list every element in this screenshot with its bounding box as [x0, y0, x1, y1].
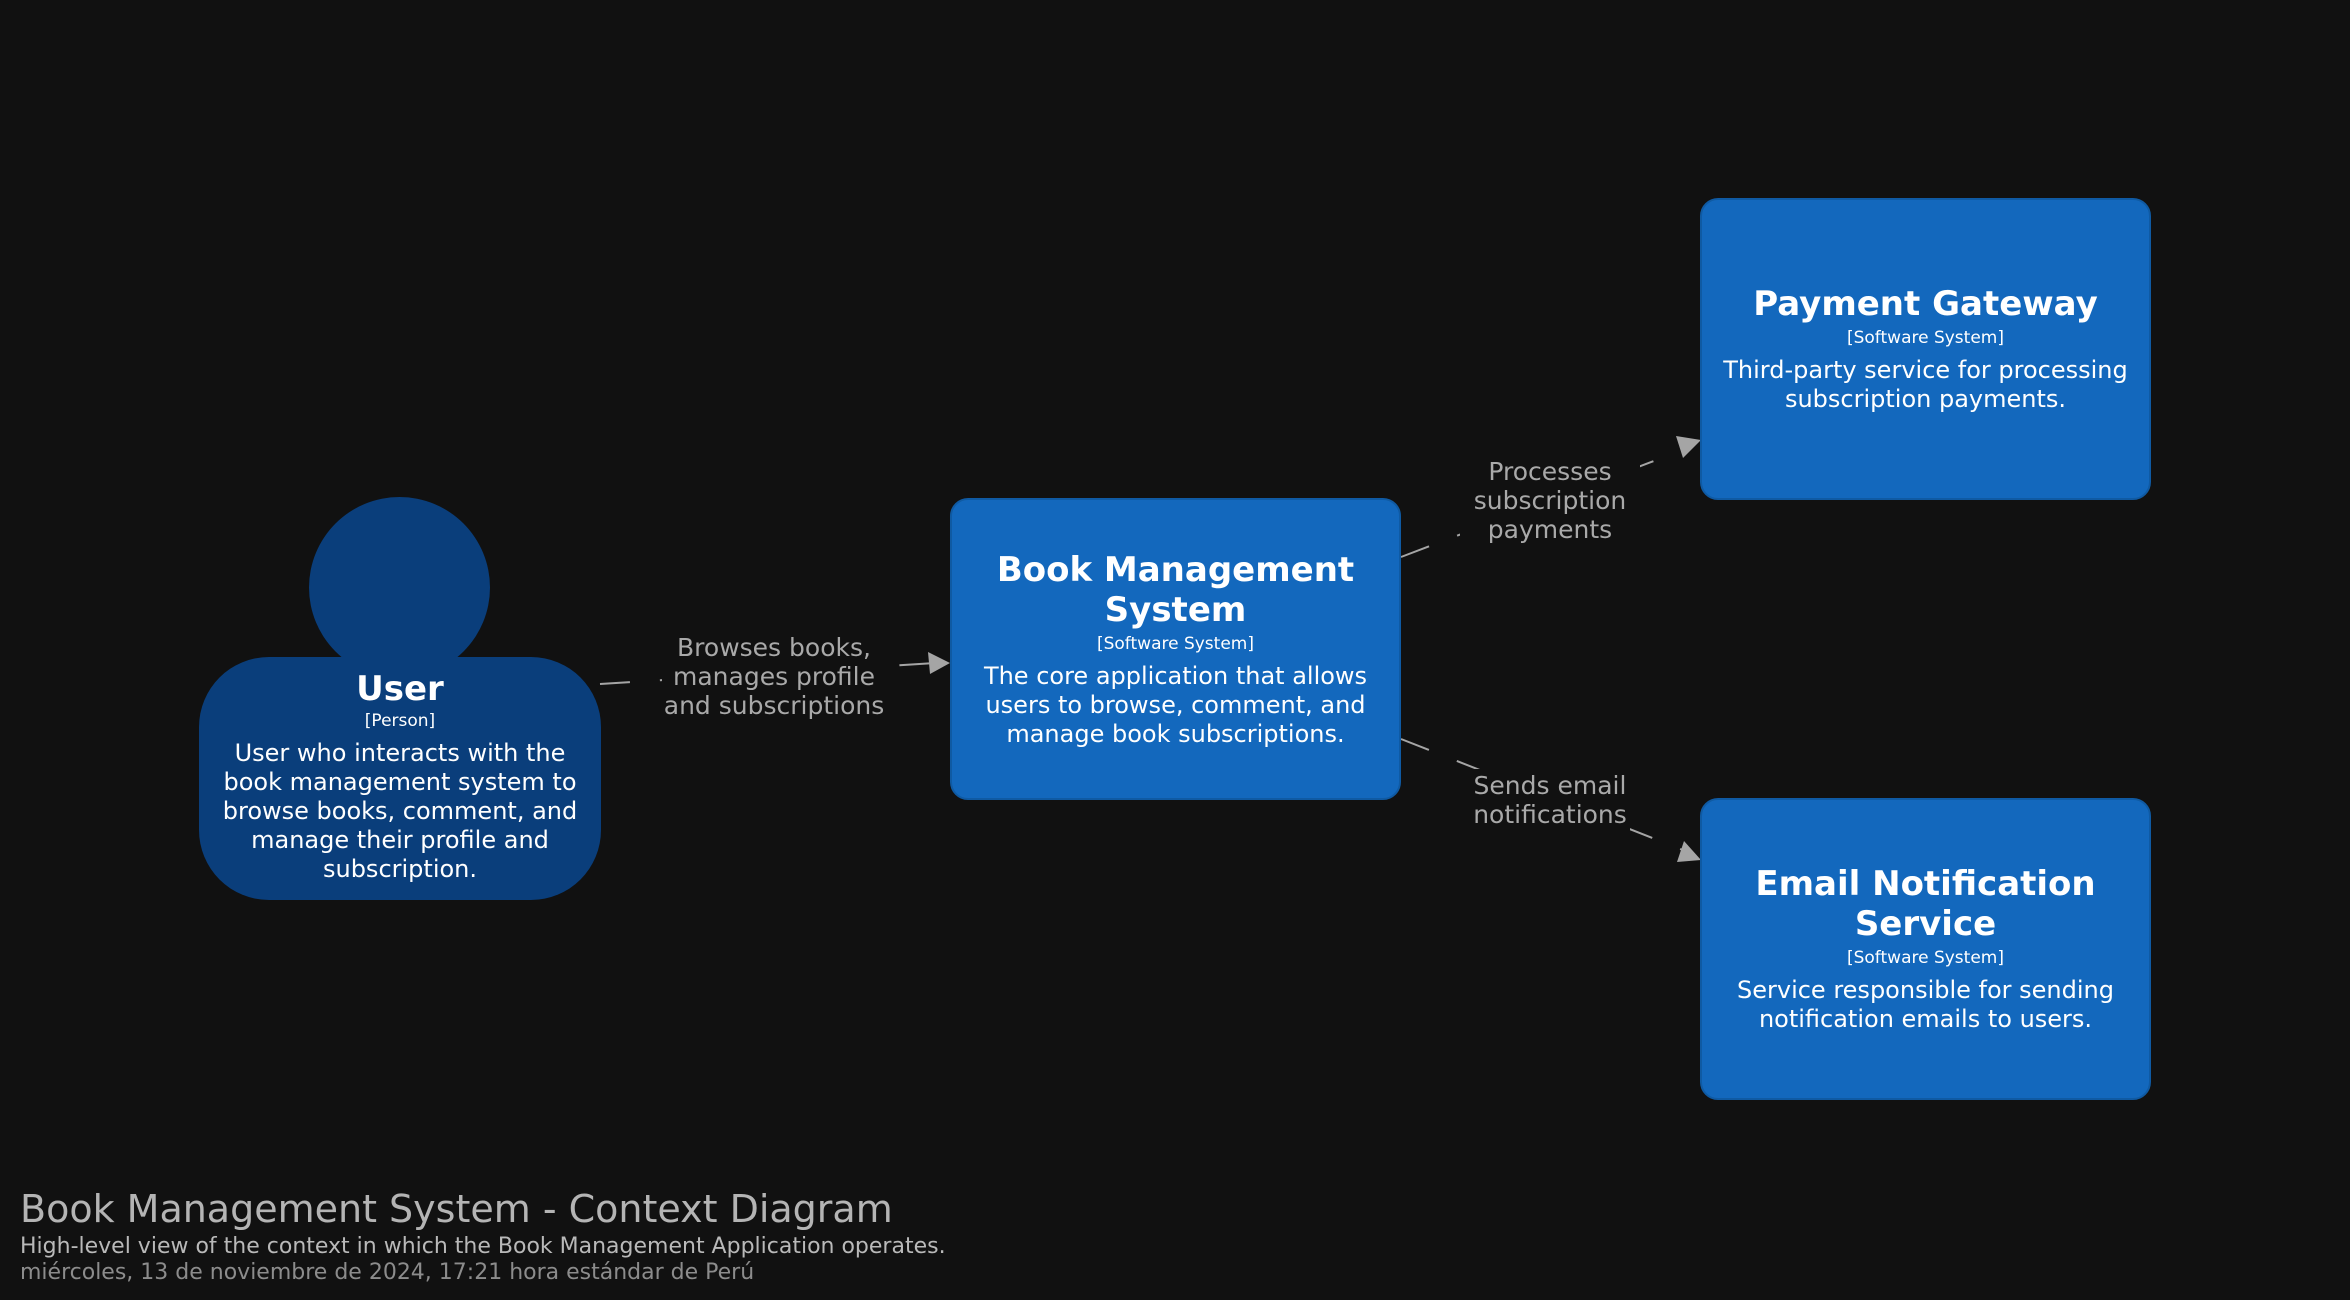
- connector-bms-to-payment: [1400, 436, 1701, 558]
- system-payment-gateway[interactable]: Payment Gateway [Software System] Third-…: [1700, 198, 2151, 500]
- bms-type: [Software System]: [1096, 633, 1254, 654]
- person-body: User [Person] User who interacts with th…: [199, 657, 601, 900]
- system-book-management[interactable]: Book Management System [Software System]…: [950, 498, 1401, 800]
- label-bg-bms-payment: [1460, 455, 1640, 547]
- email-type: [Software System]: [1846, 948, 2004, 968]
- payment-type: [Software System]: [1846, 328, 2004, 348]
- bms-description: The core application that allows users t…: [983, 661, 1368, 748]
- email-name: Email Notification Service: [1755, 864, 2096, 944]
- person-head: [309, 497, 490, 678]
- label-bg-bms-email: [1470, 769, 1630, 833]
- connector-user-to-bms: [599, 652, 950, 685]
- relationship-label-bms-to-payment: Processes subscription payments: [1473, 457, 1627, 544]
- label-bg-user-bms: [662, 628, 886, 720]
- diagram-title: Book Management System - Context Diagram: [20, 1187, 893, 1231]
- relationship-label-user-to-bms: Browses books, manages profile and subsc…: [663, 633, 885, 720]
- payment-name: Payment Gateway: [1753, 284, 2098, 324]
- user-name: User: [356, 669, 444, 709]
- relationship-label-bms-to-email: Sends email notifications: [1473, 771, 1627, 829]
- bms-name: Book Management System: [996, 549, 1355, 630]
- user-description: User who interacts with the book managem…: [222, 739, 578, 883]
- user-type: [Person]: [364, 711, 436, 731]
- diagram-subtitle: High-level view of the context in which …: [20, 1234, 946, 1259]
- payment-description: Third-party service for processing subsc…: [1723, 356, 2128, 413]
- diagram-timestamp: miércoles, 13 de noviembre de 2024, 17:2…: [20, 1260, 755, 1285]
- system-email-notification[interactable]: Email Notification Service [Software Sys…: [1700, 798, 2151, 1100]
- email-description: Service responsible for sending notifica…: [1737, 976, 2114, 1033]
- connector-bms-to-email: [1400, 738, 1701, 862]
